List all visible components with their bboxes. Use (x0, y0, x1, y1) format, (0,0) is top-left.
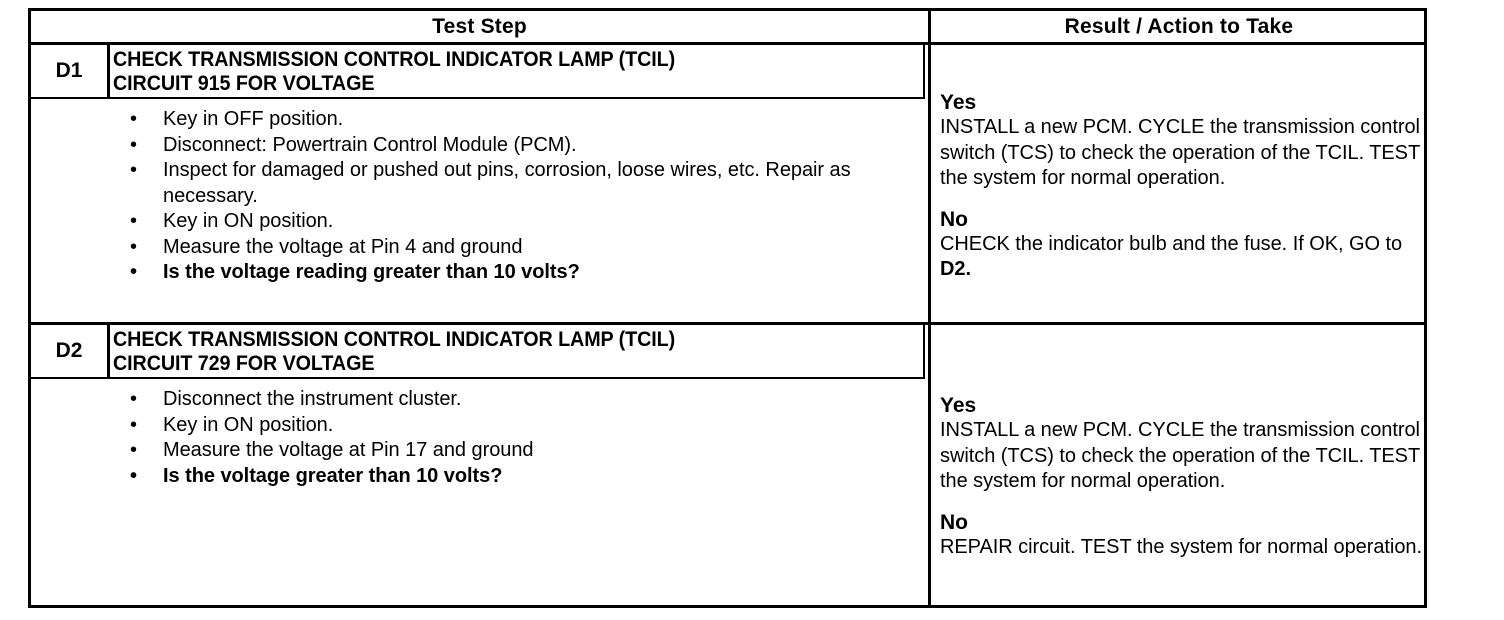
bullet-dot-icon: • (130, 439, 137, 461)
step-bullet-text: Is the voltage greater than 10 volts? (163, 464, 503, 487)
diagnostic-test-table: Test Step Result / Action to Take D1 CHE… (28, 8, 1427, 608)
step-bullet-item: • Disconnect the instrument cluster. (31, 387, 928, 413)
step-bullet-item: • Measure the voltage at Pin 17 and groun… (31, 438, 928, 464)
step-title-text: CHECK TRANSMISSION CONTROL INDICATOR LAM… (113, 48, 676, 95)
step-id-label: D2 (31, 325, 110, 377)
step-id-label: D1 (31, 45, 110, 97)
step-bullet-item: • Key in ON position. (31, 209, 928, 235)
step-bullet-item: • Key in OFF position. (31, 107, 928, 133)
bullet-dot-icon: • (130, 388, 137, 410)
bullet-dot-icon: • (130, 413, 137, 436)
table-row: D1 CHECK TRANSMISSION CONTROL INDICATOR … (31, 45, 1424, 325)
result-answer-text: REPAIR circuit. TEST the system for norm… (940, 535, 1425, 561)
step-bullet-text: Key in ON position. (163, 413, 334, 436)
result-answer-label: No (940, 207, 968, 231)
bullet-dot-icon: • (130, 210, 137, 232)
step-bullet-text: Measure the voltage at Pin 17 and ground (163, 439, 534, 461)
column-divider (928, 11, 931, 605)
step-bullet-text: Key in OFF position. (163, 108, 344, 130)
test-step-cell: D1 CHECK TRANSMISSION CONTROL INDICATOR … (31, 45, 928, 322)
bullet-dot-icon: • (130, 235, 137, 258)
result-text-run: INSTALL a new PCM. CYCLE the transmissio… (940, 116, 1420, 190)
result-answer-label: Yes (940, 91, 977, 115)
step-bullet-list: • Disconnect the instrument cluster. • Key … (31, 379, 928, 489)
bullet-dot-icon: • (130, 159, 137, 181)
result-text-run: INSTALL a new PCM. CYCLE the transmissio… (940, 419, 1420, 492)
result-answer-text: INSTALL a new PCM. CYCLE the transmissio… (940, 418, 1425, 495)
step-title-text: CHECK TRANSMISSION CONTROL INDICATOR LAM… (113, 328, 676, 375)
result-answer-text: CHECK the indicator bulb and the fuse. I… (940, 232, 1425, 283)
step-title-band: D1 CHECK TRANSMISSION CONTROL INDICATOR … (31, 45, 925, 99)
table-header-row: Test Step Result / Action to Take (31, 11, 1424, 45)
step-bullet-item: • Is the voltage reading greater than 10 … (31, 260, 928, 286)
result-step-reference: D2. (940, 258, 971, 281)
step-bullet-item: • Is the voltage greater than 10 volts? (31, 464, 928, 490)
bullet-dot-icon: • (130, 464, 137, 487)
step-bullet-item: • Key in ON position. (31, 413, 928, 439)
bullet-dot-icon: • (130, 133, 137, 156)
step-bullet-item: • Disconnect: Powertrain Control Module (… (31, 133, 928, 159)
step-bullet-text: Measure the voltage at Pin 4 and ground (163, 235, 523, 258)
step-bullet-text: Key in ON position. (163, 210, 334, 232)
step-title-band: D2 CHECK TRANSMISSION CONTROL INDICATOR … (31, 325, 925, 379)
bullet-dot-icon: • (130, 261, 137, 283)
header-result-action: Result / Action to Take (1064, 15, 1294, 38)
header-test-step: Test Step (432, 15, 527, 38)
result-answer-label: Yes (940, 394, 977, 417)
step-bullet-item: • Inspect for damaged or pushed out pins,… (31, 158, 928, 209)
result-text-run: CHECK the indicator bulb and the fuse. I… (940, 232, 1403, 255)
step-bullet-text: Is the voltage reading greater than 10 v… (163, 261, 580, 283)
table-row: D2 CHECK TRANSMISSION CONTROL INDICATOR … (31, 325, 1424, 608)
step-bullet-list: • Key in OFF position. • Disconnect: Powert… (31, 99, 928, 286)
step-bullet-item: • Measure the voltage at Pin 4 and ground (31, 235, 928, 261)
result-answer-text: INSTALL a new PCM. CYCLE the transmissio… (940, 115, 1425, 192)
step-bullet-text: Inspect for damaged or pushed out pins, … (163, 159, 851, 207)
result-answer-label: No (940, 510, 968, 534)
bullet-dot-icon: • (130, 108, 137, 130)
step-bullet-text: Disconnect: Powertrain Control Module (P… (163, 133, 577, 156)
result-text-run: REPAIR circuit. TEST the system for norm… (940, 535, 1422, 558)
test-step-cell: D2 CHECK TRANSMISSION CONTROL INDICATOR … (31, 325, 928, 608)
step-bullet-text: Disconnect the instrument cluster. (163, 388, 462, 410)
